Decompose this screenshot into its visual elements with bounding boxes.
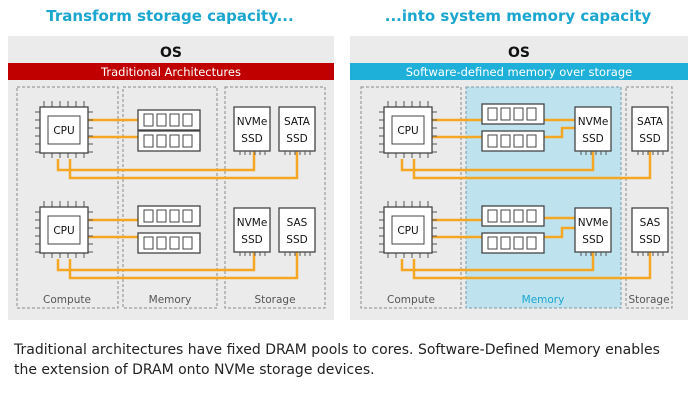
connectors-row-2	[400, 216, 652, 280]
banner-label: Software-defined memory over storage	[406, 65, 632, 79]
cpu-chip: CPU	[35, 201, 93, 258]
banner-background	[350, 63, 688, 80]
ssd-label: SSD	[582, 133, 603, 145]
heading-left: Transform storage capacity...	[46, 7, 293, 25]
dram-module	[137, 205, 201, 227]
banner-background	[8, 63, 334, 80]
compute-group	[360, 86, 462, 309]
ssd-type-label: SATA	[637, 116, 664, 128]
architecture-diagram: Transform storage capacity... ...into sy…	[8, 7, 688, 320]
cpu-label: CPU	[397, 125, 418, 137]
ssd-label: SSD	[241, 133, 262, 145]
ssd-type-label: SAS	[287, 217, 308, 229]
cpu-label: CPU	[53, 125, 74, 137]
dram-module	[137, 232, 201, 254]
memory-group	[122, 86, 218, 309]
compute-label: Compute	[43, 294, 91, 306]
dram-module	[481, 103, 545, 125]
ssd-type-label: NVMe	[237, 217, 268, 229]
ssd-label: SSD	[286, 234, 307, 246]
compute-group	[16, 86, 119, 309]
storage-label: Storage	[254, 294, 295, 306]
nvme-ssd-memory: NVMe SSD	[574, 106, 612, 155]
os-label: OS	[160, 45, 182, 61]
nvme-ssd-memory: NVMe SSD	[574, 207, 612, 256]
ssd-label: SSD	[241, 234, 262, 246]
ssd-drive: SAS SSD	[631, 207, 669, 256]
dram-module	[137, 130, 201, 152]
os-label: OS	[508, 45, 530, 61]
panel-software-defined: OS Software-defined memory over storage …	[350, 36, 688, 320]
ssd-drive: SATA SSD	[631, 106, 669, 155]
ssd-label: SSD	[639, 234, 660, 246]
ssd-label: SSD	[286, 133, 307, 145]
dram-module	[481, 130, 545, 152]
connectors-row-2	[56, 218, 299, 280]
panel-traditional: OS Traditional Architectures Compute Mem…	[8, 36, 334, 320]
connectors-row-1	[400, 118, 652, 180]
cpu-chip: CPU	[379, 101, 437, 158]
storage-label: Storage	[628, 294, 669, 306]
ssd-type-label: SATA	[284, 116, 311, 128]
cpu-chip: CPU	[379, 201, 437, 258]
caption: Traditional architectures have fixed DRA…	[14, 342, 660, 378]
storage-group	[224, 86, 326, 309]
banner-label: Traditional Architectures	[100, 65, 241, 79]
ssd-label: SSD	[582, 234, 603, 246]
ssd-drive: SAS SSD	[278, 207, 316, 256]
storage-group	[625, 86, 673, 309]
memory-label: Memory	[149, 294, 192, 306]
cpu-label: CPU	[397, 225, 418, 237]
ssd-label: SSD	[639, 133, 660, 145]
ssd-type-label: NVMe	[237, 116, 268, 128]
connectors-row-1	[56, 118, 299, 180]
ssd-type-label: SAS	[640, 217, 661, 229]
compute-label: Compute	[387, 294, 435, 306]
ssd-drive: NVMe SSD	[233, 207, 271, 256]
heading-right: ...into system memory capacity	[385, 7, 652, 25]
ssd-drive: NVMe SSD	[233, 106, 271, 155]
dram-module	[481, 232, 545, 254]
memory-label: Memory	[522, 294, 565, 306]
ssd-type-label: NVMe	[578, 116, 609, 128]
dram-module	[137, 109, 201, 131]
ssd-drive: SATA SSD	[278, 106, 316, 155]
cpu-chip: CPU	[35, 101, 93, 158]
ssd-type-label: NVMe	[578, 217, 609, 229]
cpu-label: CPU	[53, 225, 74, 237]
dram-module	[481, 205, 545, 227]
